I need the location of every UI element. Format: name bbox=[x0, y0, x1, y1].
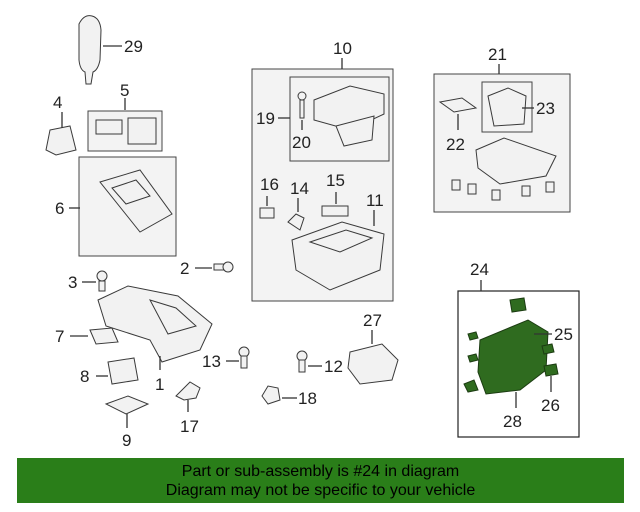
callout-15: 15 bbox=[326, 171, 345, 190]
callout-2: 2 bbox=[180, 259, 189, 278]
callout-16: 16 bbox=[260, 175, 279, 194]
callout-25: 25 bbox=[554, 325, 573, 344]
part-9[interactable] bbox=[104, 395, 150, 428]
callout-18: 18 bbox=[298, 389, 317, 408]
part-16[interactable] bbox=[259, 196, 275, 219]
part-11-console-box[interactable] bbox=[291, 210, 385, 291]
part-4[interactable] bbox=[45, 112, 77, 156]
callout-3: 3 bbox=[68, 273, 77, 292]
callout-12: 12 bbox=[324, 357, 343, 376]
part-7[interactable] bbox=[70, 327, 119, 345]
callout-4: 4 bbox=[53, 93, 62, 112]
callout-29: 29 bbox=[124, 37, 143, 56]
part-2-bolt[interactable] bbox=[195, 261, 234, 273]
part-22[interactable] bbox=[438, 97, 478, 130]
part-20-clip[interactable] bbox=[297, 91, 307, 130]
callout-28: 28 bbox=[503, 412, 522, 431]
part-3-bolt[interactable] bbox=[82, 270, 108, 292]
part-6[interactable] bbox=[69, 169, 173, 233]
callout-1: 1 bbox=[155, 375, 164, 394]
part-8[interactable] bbox=[96, 357, 139, 385]
part-19-armrest-lid[interactable] bbox=[313, 85, 385, 147]
part-15[interactable] bbox=[321, 192, 349, 217]
callout-11: 11 bbox=[366, 191, 384, 210]
part-27[interactable] bbox=[347, 330, 399, 385]
part-17[interactable] bbox=[175, 381, 201, 412]
part-1-console-base[interactable] bbox=[97, 285, 213, 370]
part-12-bolt[interactable] bbox=[296, 350, 322, 373]
callout-20: 20 bbox=[292, 133, 311, 152]
callout-10: 10 bbox=[333, 39, 352, 58]
part-13-bolt[interactable] bbox=[226, 346, 250, 369]
callout-24: 24 bbox=[470, 260, 489, 279]
callout-17: 17 bbox=[180, 417, 199, 436]
callout-5: 5 bbox=[120, 81, 129, 100]
callout-9: 9 bbox=[122, 431, 131, 450]
part-21-tray[interactable] bbox=[451, 137, 557, 201]
callout-8: 8 bbox=[80, 367, 89, 386]
callout-22: 22 bbox=[446, 135, 465, 154]
part-23[interactable] bbox=[487, 87, 534, 127]
callout-14: 14 bbox=[290, 179, 309, 198]
part-29-shift-knob[interactable] bbox=[78, 15, 122, 85]
callout-27: 27 bbox=[363, 311, 382, 330]
part-18[interactable] bbox=[261, 385, 297, 405]
part-24-assembly[interactable] bbox=[463, 297, 559, 408]
callout-19: 19 bbox=[256, 109, 275, 128]
banner-line-2: Diagram may not be specific to your vehi… bbox=[165, 482, 476, 499]
callout-7: 7 bbox=[55, 327, 64, 346]
part-5[interactable] bbox=[95, 98, 157, 145]
callout-21: 21 bbox=[488, 45, 507, 64]
part-14[interactable] bbox=[287, 198, 305, 231]
callout-26: 26 bbox=[541, 396, 560, 415]
callout-23: 23 bbox=[536, 99, 555, 118]
callout-6: 6 bbox=[55, 199, 64, 218]
banner-line-1: Part or sub-assembly is #24 in diagram bbox=[181, 463, 460, 480]
callout-13: 13 bbox=[202, 352, 221, 371]
info-banner: Part or sub-assembly is #24 in diagram D… bbox=[17, 458, 624, 503]
